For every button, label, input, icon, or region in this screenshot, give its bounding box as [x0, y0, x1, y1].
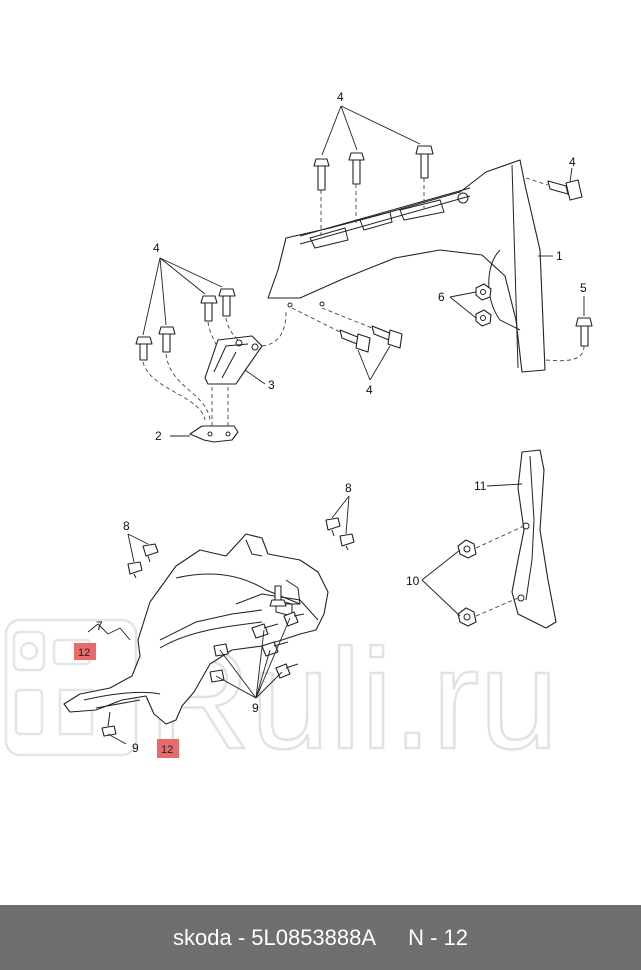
- callout-4-left: 4: [153, 241, 160, 255]
- badge-12-bottom: 12: [157, 739, 179, 758]
- callout-8-right: 8: [345, 481, 352, 495]
- fender-part: [267, 159, 546, 373]
- bolt-4-upper-left: [313, 158, 330, 236]
- parts-diagram: Ruli.ru: [4, 90, 593, 780]
- leaders-upper: [142, 105, 585, 437]
- callout-4-top: 4: [337, 90, 344, 104]
- nut-10-pair: [457, 525, 525, 627]
- screw-9-group: [101, 585, 305, 737]
- callout-9-right: 9: [252, 701, 259, 715]
- callout-9-left: 9: [132, 741, 139, 755]
- callout-10: 10: [406, 574, 420, 588]
- badge-12-left-text: 12: [78, 647, 90, 659]
- footer-part-number: skoda - 5L0853888A: [173, 924, 377, 950]
- callout-3: 3: [268, 378, 275, 392]
- bracket-3: [204, 311, 287, 385]
- seal-11-part: [511, 449, 557, 629]
- callout-5: 5: [580, 281, 587, 295]
- callout-8-left: 8: [123, 519, 130, 533]
- callout-7: 7: [96, 619, 103, 633]
- callout-11: 11: [474, 479, 487, 493]
- clip-8-group: [127, 517, 355, 579]
- callout-1: 1: [556, 249, 563, 263]
- wheel-liner-part: [63, 533, 329, 725]
- footer-page-code: N - 12: [408, 924, 468, 950]
- bolt-4-side: [525, 177, 583, 201]
- callout-4-bottom: 4: [366, 383, 373, 397]
- callout-6: 6: [438, 290, 445, 304]
- footer-bar: skoda - 5L0853888A N - 12: [0, 905, 641, 970]
- mounting-plate-2: [189, 386, 239, 443]
- bolt-4-upper-mid: [348, 152, 365, 226]
- badge-12-bottom-text: 12: [161, 744, 173, 756]
- bolt-4-upper-right: [415, 145, 434, 208]
- bolt-4-left-group: [135, 288, 241, 421]
- nut-6-pair: [475, 283, 492, 327]
- bolt-4-lower-pair: [291, 307, 403, 353]
- bolt-5: [545, 317, 593, 362]
- callout-2: 2: [155, 429, 162, 443]
- badge-12-left: 12: [74, 643, 96, 660]
- leaders-lower: [87, 483, 523, 745]
- callout-4-side: 4: [569, 155, 576, 169]
